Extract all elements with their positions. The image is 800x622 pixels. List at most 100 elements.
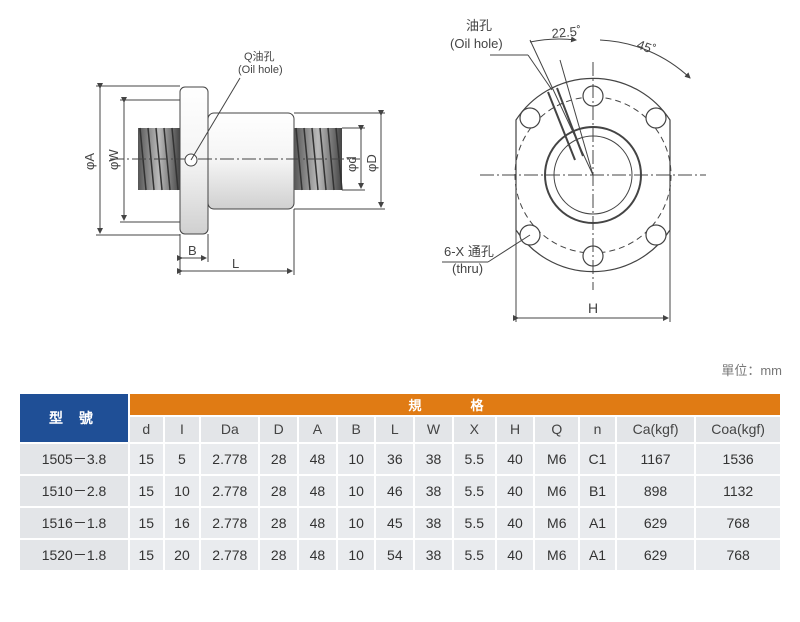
table-cell: M6 bbox=[535, 508, 581, 540]
model-cell: 1505－3.8 bbox=[20, 444, 130, 476]
table-cell: 48 bbox=[299, 444, 338, 476]
table-cell: 5 bbox=[164, 444, 202, 476]
angle-label-1: 22.5˚ bbox=[551, 23, 582, 41]
dim-A-label: φA bbox=[82, 153, 97, 170]
table-cell: 38 bbox=[415, 540, 454, 572]
column-header: H bbox=[496, 416, 536, 444]
dim-L-label: L bbox=[232, 256, 239, 271]
oil-hole-label-right: 油孔 bbox=[466, 18, 492, 33]
column-header: X bbox=[453, 416, 497, 444]
table-cell: 15 bbox=[130, 540, 165, 572]
side-view-labels: Q油孔 (Oil hole) φA φW φd φD B L bbox=[82, 49, 379, 271]
table-cell: 38 bbox=[415, 508, 454, 540]
table-cell: 40 bbox=[496, 540, 536, 572]
table-cell: 15 bbox=[130, 444, 165, 476]
table-cell: 20 bbox=[164, 540, 202, 572]
table-cell: M6 bbox=[535, 444, 581, 476]
column-header: I bbox=[164, 416, 202, 444]
column-header: Coa(kgf) bbox=[696, 416, 782, 444]
column-header: D bbox=[260, 416, 300, 444]
table-cell: 38 bbox=[415, 476, 454, 508]
table-cell: A1 bbox=[580, 540, 617, 572]
table-cell: 2.778 bbox=[201, 508, 261, 540]
table-cell: 36 bbox=[376, 444, 416, 476]
through-hole-label-en: (thru) bbox=[452, 261, 483, 276]
bolt-hole bbox=[519, 107, 541, 129]
column-header: Ca(kgf) bbox=[616, 416, 697, 444]
table-cell: 40 bbox=[496, 508, 536, 540]
column-header: B bbox=[337, 416, 377, 444]
dim-H-label: H bbox=[588, 300, 598, 316]
table-cell: 10 bbox=[337, 444, 377, 476]
column-header: L bbox=[376, 416, 416, 444]
table-cell: M6 bbox=[535, 540, 581, 572]
table-cell: 898 bbox=[616, 476, 697, 508]
table-cell: 45 bbox=[376, 508, 416, 540]
table-cell: 768 bbox=[696, 508, 782, 540]
table-cell: 5.5 bbox=[453, 476, 497, 508]
bolt-hole bbox=[645, 107, 667, 129]
table-cell: 1132 bbox=[696, 476, 782, 508]
table-cell: C1 bbox=[580, 444, 617, 476]
table-cell: 48 bbox=[299, 540, 338, 572]
table-cell: 10 bbox=[337, 540, 377, 572]
table-cell: 2.778 bbox=[201, 476, 261, 508]
table-cell: 10 bbox=[337, 508, 377, 540]
table-cell: 28 bbox=[260, 508, 300, 540]
model-cell: 1510－2.8 bbox=[20, 476, 130, 508]
table-cell: 2.778 bbox=[201, 444, 261, 476]
table-cell: 48 bbox=[299, 508, 338, 540]
table-cell: 10 bbox=[337, 476, 377, 508]
column-header: W bbox=[415, 416, 454, 444]
table-cell: 28 bbox=[260, 540, 300, 572]
table-cell: 40 bbox=[496, 444, 536, 476]
table-cell: 28 bbox=[260, 444, 300, 476]
table-cell: 54 bbox=[376, 540, 416, 572]
table-cell: 1167 bbox=[616, 444, 697, 476]
table-cell: 38 bbox=[415, 444, 454, 476]
dim-W-label: φW bbox=[106, 149, 121, 170]
table-cell: 5.5 bbox=[453, 444, 497, 476]
table-cell: B1 bbox=[580, 476, 617, 508]
table-cell: 629 bbox=[616, 540, 697, 572]
nut-body bbox=[207, 112, 295, 210]
oil-hole-label: Q油孔 bbox=[244, 49, 275, 63]
model-header: 型 號 bbox=[20, 394, 130, 444]
front-view bbox=[442, 36, 706, 322]
spec-header: 規 格 bbox=[130, 394, 782, 417]
table-cell: 629 bbox=[616, 508, 697, 540]
table-cell: 10 bbox=[164, 476, 202, 508]
column-header: d bbox=[130, 416, 165, 444]
table-cell: A1 bbox=[580, 508, 617, 540]
dim-B-label: B bbox=[188, 243, 197, 258]
column-header: A bbox=[299, 416, 338, 444]
table-cell: 16 bbox=[164, 508, 202, 540]
table-cell: 40 bbox=[496, 476, 536, 508]
dim-d-label: φd bbox=[344, 156, 359, 172]
table-cell: 46 bbox=[376, 476, 416, 508]
side-view bbox=[96, 77, 385, 275]
table-cell: 15 bbox=[130, 508, 165, 540]
technical-drawings: Q油孔 (Oil hole) φA φW φd φD B L bbox=[82, 18, 706, 322]
table-cell: 15 bbox=[130, 476, 165, 508]
column-header: Q bbox=[535, 416, 581, 444]
through-hole-label: 6-X 通孔 bbox=[444, 244, 494, 259]
model-cell: 1516－1.8 bbox=[20, 508, 130, 540]
angle-label-2: 45˚ bbox=[635, 37, 658, 58]
table-cell: 5.5 bbox=[453, 540, 497, 572]
unit-note: 單位：mm bbox=[721, 363, 782, 378]
front-view-labels: 油孔 (Oil hole) 22.5˚ 45˚ 6-X 通孔 (thru) H bbox=[444, 18, 658, 316]
oil-hole-label-right-en: (Oil hole) bbox=[450, 36, 503, 51]
table-cell: 28 bbox=[260, 476, 300, 508]
table-cell: 768 bbox=[696, 540, 782, 572]
column-header: Da bbox=[201, 416, 261, 444]
dim-D-label: φD bbox=[364, 154, 379, 172]
table-cell: 1536 bbox=[696, 444, 782, 476]
oil-hole-label-en: (Oil hole) bbox=[238, 64, 283, 76]
